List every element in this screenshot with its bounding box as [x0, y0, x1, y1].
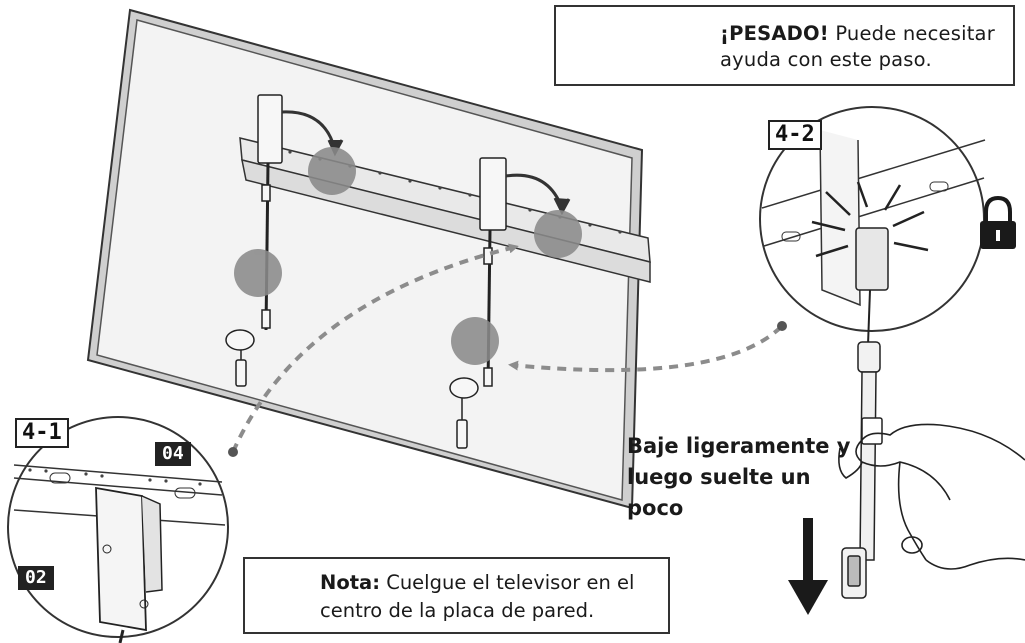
- rotation-arrows: [281, 110, 571, 216]
- step-label-4-2: 4-2: [768, 120, 822, 150]
- heavy-warning-box: ¡PESADO! Puede necesitar ayuda con este …: [554, 5, 1015, 86]
- hand: [838, 423, 1025, 570]
- tv-bracket-left: [225, 94, 283, 387]
- pull-strap: [841, 289, 883, 599]
- highlight-circles: [234, 147, 582, 365]
- lock-icon: [980, 195, 1016, 249]
- connector-dot-2: [777, 321, 787, 331]
- warning-body: Puede necesitar ayuda con este paso.: [720, 22, 995, 71]
- down-arrow-icon: [788, 518, 828, 615]
- part-label-02: 02: [18, 566, 54, 590]
- warning-text: ¡PESADO! Puede necesitar ayuda con este …: [720, 21, 1012, 73]
- instruction-text: Baje ligeramente y luego suelte un poco: [627, 434, 851, 520]
- warning-title: ¡PESADO!: [720, 22, 829, 45]
- tv-panel: [86, 8, 644, 510]
- detail-circle-4-2: [759, 106, 986, 332]
- detail-circle-4-1: [7, 416, 229, 643]
- step-label-4-1: 4-1: [15, 418, 69, 448]
- dashed-arrows: [231, 243, 783, 453]
- note-title: Nota:: [320, 571, 380, 594]
- note-box: Nota: Cuelgue el televisor en el centro …: [243, 557, 670, 634]
- connector-dot-1: [228, 447, 238, 457]
- note-text: Nota: Cuelgue el televisor en el centro …: [320, 569, 665, 625]
- note-body: Cuelgue el televisor en el centro de la …: [320, 571, 635, 622]
- part-label-04: 04: [155, 442, 191, 466]
